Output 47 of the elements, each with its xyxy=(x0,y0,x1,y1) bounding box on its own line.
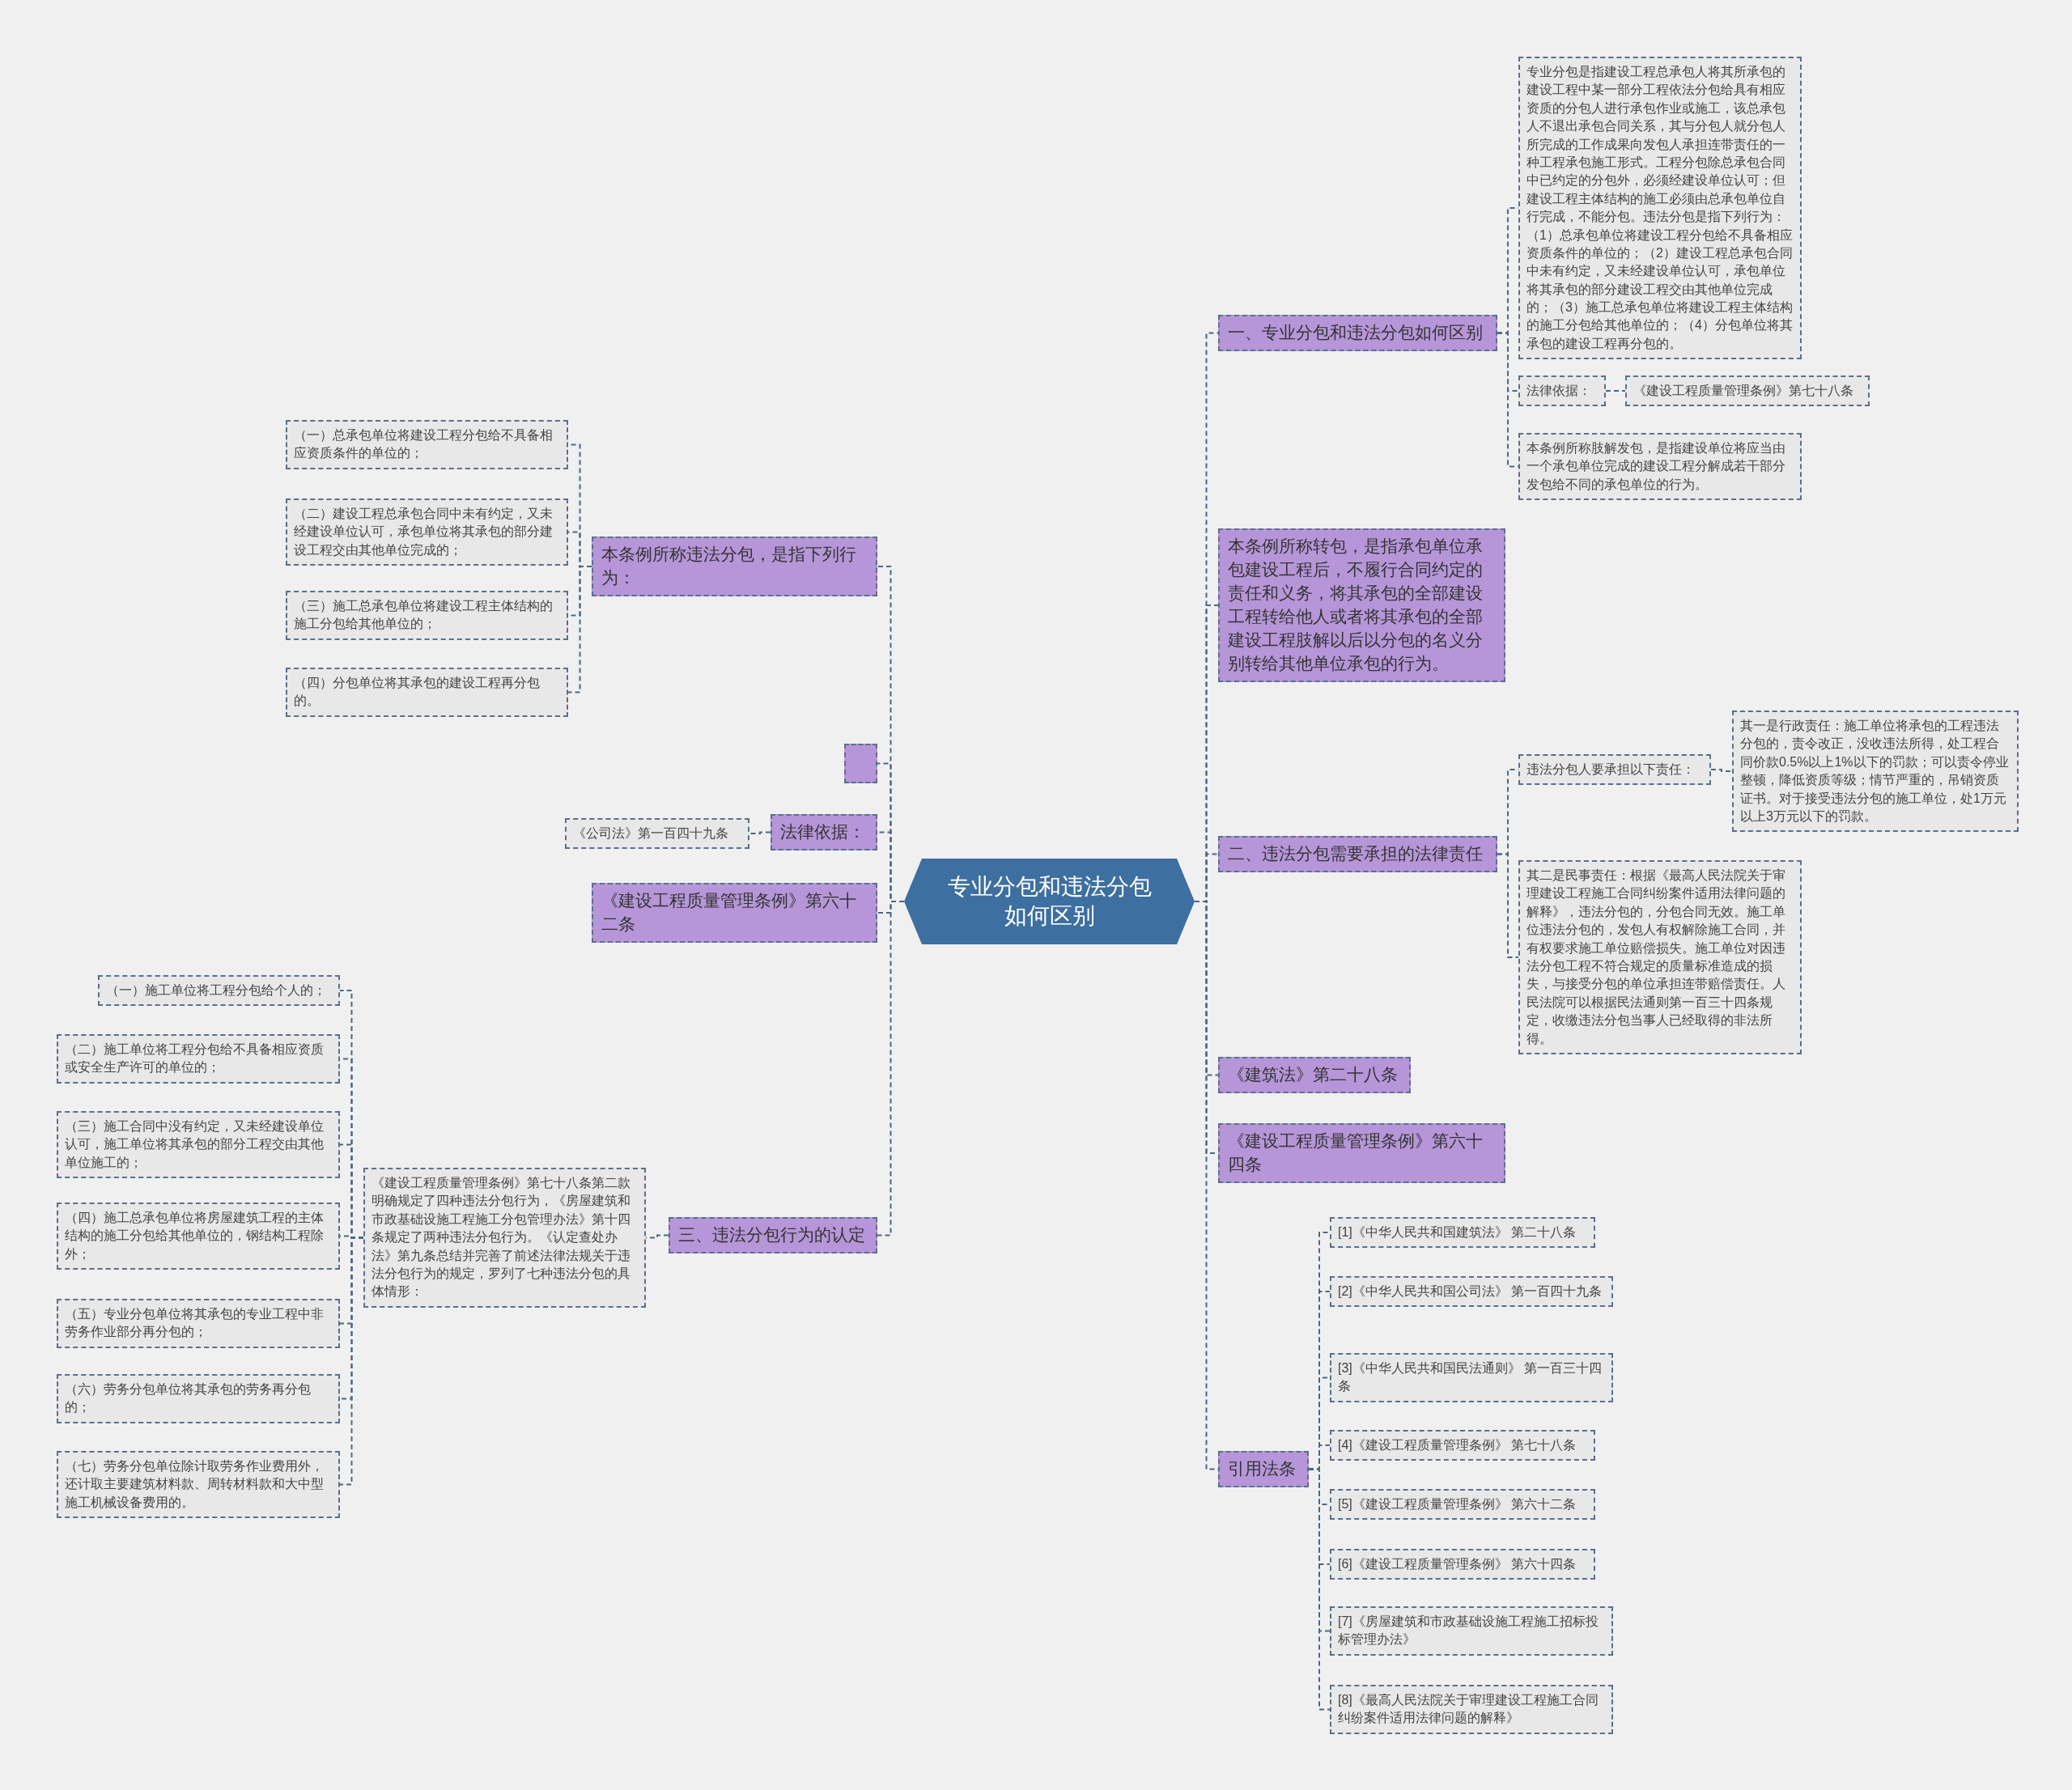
text-box: [8]《最高人民法院关于审理建设工程施工合同纠纷案件适用法律问题的解释》 xyxy=(1330,1685,1613,1734)
topic-box: 二、违法分包需要承担的法律责任 xyxy=(1218,836,1497,872)
connector-line xyxy=(339,1236,364,1486)
text-box: （七）劳务分包单位除计取劳务作业费用外，还计取主要建筑材料款、周转材料款和大中型施工机械设备费用的。 xyxy=(57,1451,340,1519)
topic-box: 一、专业分包和违法分包如何区别 xyxy=(1218,315,1497,351)
connector-line xyxy=(1308,1468,1331,1711)
text-box: [3]《中华人民共和国民法通则》 第一百三十四条 xyxy=(1330,1353,1613,1402)
text-box: 法律依据： xyxy=(1518,375,1606,407)
text-box: （三）施工总承包单位将建设工程主体结构的施工分包给其他单位的； xyxy=(286,591,568,640)
topic-box: 引用法条 xyxy=(1218,1451,1309,1487)
central-topic-hexagon: 专业分包和违法分包如何区别 xyxy=(904,859,1195,944)
text-box: （四）施工总承包单位将房屋建筑工程的主体结构的施工分包给其他单位的，钢结构工程除外； xyxy=(57,1203,340,1270)
text-box: （三）施工合同中没有约定，又未经建设单位认可，施工单位将其承包的部分工程交由其他单位施工的； xyxy=(57,1111,340,1179)
connector-line xyxy=(1710,769,1733,772)
text-box: 其一是行政责任：施工单位将承包的工程违法分包的，责令改正，没收违法所得，处工程合同价款0.5%以上1%以下的罚款；可以责令停业整顿，降低资质等级；情节严重的，吊销资质证书。对于接受违法分包的施工单位，处1万元以上3万元以下的罚款。 xyxy=(1732,710,2019,833)
text-box: （四）分包单位将其承包的建设工程再分包的。 xyxy=(286,668,568,717)
connector-line xyxy=(749,831,771,834)
text-box: 违法分包人要承担以下责任： xyxy=(1518,754,1711,786)
connector-line xyxy=(567,566,592,694)
topic-box: 法律依据： xyxy=(771,814,877,850)
topic-box: 本条例所称违法分包，是指下列行为： xyxy=(592,537,877,596)
text-box: 《建设工程质量管理条例》第七十八条 xyxy=(1625,375,1870,407)
text-box: [4]《建设工程质量管理条例》 第七十八条 xyxy=(1330,1430,1595,1461)
text-box: [1]《中华人民共和国建筑法》 第二十八条 xyxy=(1330,1217,1595,1249)
topic-box: 《建设工程质量管理条例》第六十二条 xyxy=(592,883,877,943)
text-box: [5]《建设工程质量管理条例》 第六十二条 xyxy=(1330,1489,1595,1521)
topic-box: 三、违法分包行为的认定 xyxy=(669,1217,877,1253)
text-box: 《公司法》第一百四十九条 xyxy=(565,818,749,850)
text-box: （五）专业分包单位将其承包的专业工程中非劳务作业部分再分包的； xyxy=(57,1299,340,1348)
text-box: （二）建设工程总承包合同中未有约定，又未经建设单位认可，承包单位将其承包的部分建设工程交由其他单位完成的； xyxy=(286,498,568,566)
text-box: [7]《房屋建筑和市政基础设施工程施工招标投标管理办法》 xyxy=(1330,1606,1613,1656)
text-box: （一）施工单位将工程分包给个人的； xyxy=(98,975,340,1007)
text-box: [6]《建设工程质量管理条例》 第六十四条 xyxy=(1330,1549,1595,1580)
text-box: （六）劳务分包单位将其承包的劳务再分包的； xyxy=(57,1374,340,1423)
text-box: 《建设工程质量管理条例》第七十八条第二款明确规定了四种违法分包行为，《房屋建筑和市政基础设施工程施工分包管理办法》第十四条规定了两种违法分包行为。《认定查处办法》第九条总结并完善了前述法律法规关于违法分包行为的规定，罗列了七种违法分包的具体情形： xyxy=(363,1168,646,1308)
topic-box: 《建筑法》第二十八条 xyxy=(1218,1057,1411,1093)
text-box: 其二是民事责任：根据《最高人民法院关于审理建设工程施工合同纠纷案件适用法律问题的解释》，违法分包的，分包合同无效。施工单位违法分包的，发包人有权解除施工合同，并有权要求施工单位赔偿损失。施工单位对因违法分包工程不符合规定的质量标准造成的损失，与接受分包的单位承担连带赔偿责任。人民法院可以根据民法通则第一百三十四条规定，收缴违法分包当事人已经取得的非法所得。 xyxy=(1518,860,1802,1054)
topic-box xyxy=(844,744,877,783)
text-box: 本条例所称肢解发包，是指建设单位将应当由一个承包单位完成的建设工程分解成若干部分发包给不同的承包单位的行为。 xyxy=(1518,433,1802,501)
text-box: [2]《中华人民共和国公司法》 第一百四十九条 xyxy=(1330,1276,1613,1308)
topic-box: 《建设工程质量管理条例》第六十四条 xyxy=(1218,1123,1505,1183)
text-box: 专业分包是指建设工程总承包人将其所承包的建设工程中某一部分工程依法分包给具有相应资质的分包人进行承包作业或施工，该总承包人不退出承包合同关系，其与分包人就分包人所完成的工作成果向发包人承担连带责任的一种工程承包施工形式。工程分包除总承包合同中已约定的分包外，必须经建设单位认可；但建设工程主体结构的施工必须由总承包单位自行完成，不能分包。违法分包是指下列行为：（1）总承包单位将建设工程分包给不具备相应资质条件的单位的；（2）建设工程总承包合同中未有约定，又未经建设单位认可，承包单位将其承包的部分建设工程交由其他单位完成的；（3）施工总承包单位将建设工程主体结构的施工分包给其他单位的；（4）分包单位将其承包的建设工程再分包的。 xyxy=(1518,57,1802,360)
connector-line xyxy=(1497,853,1519,958)
text-box: （二）施工单位将工程分包给不具备相应资质或安全生产许可的单位的； xyxy=(57,1034,340,1084)
connector-line xyxy=(1605,390,1626,392)
text-box: （一）总承包单位将建设工程分包给不具备相应资质条件的单位的； xyxy=(286,420,568,469)
topic-box: 本条例所称转包，是指承包单位承包建设工程后，不履行合同约定的责任和义务，将其承包的全部建设工程转给他人或者将其承包的全部建设工程肢解以后以分包的名义分别转给其他单位承包的行为。 xyxy=(1218,528,1505,682)
